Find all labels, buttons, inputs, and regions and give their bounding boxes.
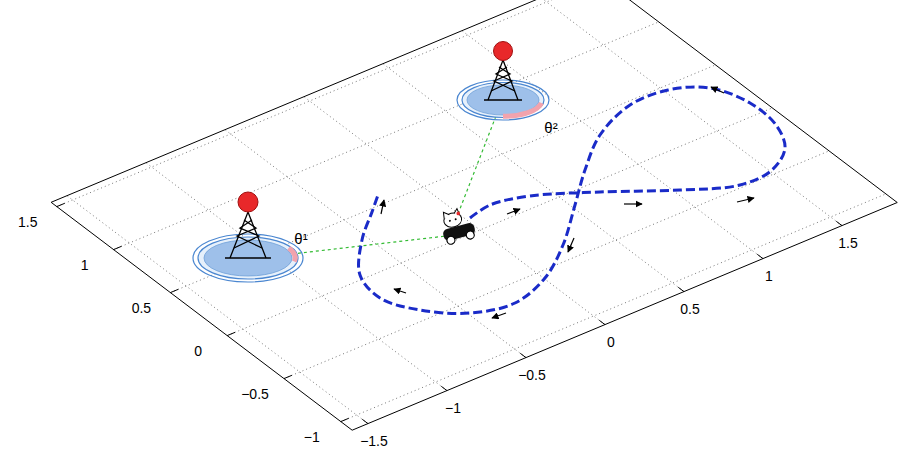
axis-tick-label: 0 bbox=[194, 344, 202, 358]
tick-mark bbox=[114, 246, 122, 249]
tick-mark bbox=[57, 203, 65, 206]
robot bbox=[438, 206, 477, 246]
tick-mark bbox=[227, 332, 235, 335]
axis-tick-label: 0 bbox=[607, 335, 615, 349]
tick-mark bbox=[678, 287, 684, 291]
axis-tick-label: 1.5 bbox=[18, 215, 37, 229]
trajectory-path bbox=[359, 87, 786, 314]
tick-mark bbox=[362, 419, 368, 423]
grid-line bbox=[67, 196, 368, 424]
grid-line bbox=[383, 64, 684, 292]
axis-tick-label: 1.5 bbox=[838, 236, 857, 250]
axis-tick-label: −0.5 bbox=[241, 387, 269, 401]
angle-label: θ² bbox=[544, 120, 557, 135]
direction-arrow bbox=[394, 289, 406, 293]
direction-arrow bbox=[711, 87, 724, 93]
trajectory bbox=[359, 87, 786, 314]
axis-tick-label: 0.5 bbox=[132, 301, 151, 315]
axis-tick-label: 1 bbox=[81, 258, 89, 272]
grid-line bbox=[57, 0, 602, 207]
tick-mark bbox=[341, 418, 349, 421]
direction-arrow bbox=[624, 203, 642, 204]
beacon bbox=[457, 42, 549, 121]
beacon bbox=[193, 192, 303, 282]
direction-arrows bbox=[381, 87, 754, 318]
axis-tick-label: 1 bbox=[765, 269, 773, 283]
grid-line bbox=[227, 108, 772, 336]
direction-arrow bbox=[507, 209, 520, 214]
grid-line bbox=[341, 194, 886, 422]
direction-arrow bbox=[737, 198, 754, 202]
tick-mark bbox=[441, 386, 447, 390]
grid-line bbox=[146, 163, 447, 391]
grid-line bbox=[114, 22, 659, 250]
axis-tick-label: −1.5 bbox=[360, 434, 388, 448]
tick-mark bbox=[599, 320, 605, 324]
angle-label: θ¹ bbox=[294, 231, 307, 246]
tick-mark bbox=[757, 254, 763, 258]
sight-line bbox=[458, 116, 496, 214]
direction-arrow bbox=[492, 313, 506, 318]
axis-tick-label: −1 bbox=[304, 430, 320, 444]
direction-arrow bbox=[381, 200, 384, 214]
tick-mark bbox=[170, 289, 178, 292]
axis-tick-label: −0.5 bbox=[518, 368, 546, 382]
tick-mark bbox=[284, 375, 292, 378]
axis-tick-label: 0.5 bbox=[680, 302, 699, 316]
grid-line bbox=[462, 31, 763, 259]
axis-frame bbox=[51, 0, 897, 430]
direction-arrow bbox=[568, 238, 574, 252]
grid-line bbox=[170, 65, 715, 293]
floor-grid bbox=[57, 0, 886, 424]
axis-tick-label: −1 bbox=[445, 401, 461, 415]
sight-line bbox=[292, 236, 446, 254]
tick-mark bbox=[520, 353, 526, 357]
grid-line bbox=[304, 97, 605, 325]
floor-outline bbox=[51, 0, 897, 430]
tick-mark bbox=[836, 221, 842, 225]
